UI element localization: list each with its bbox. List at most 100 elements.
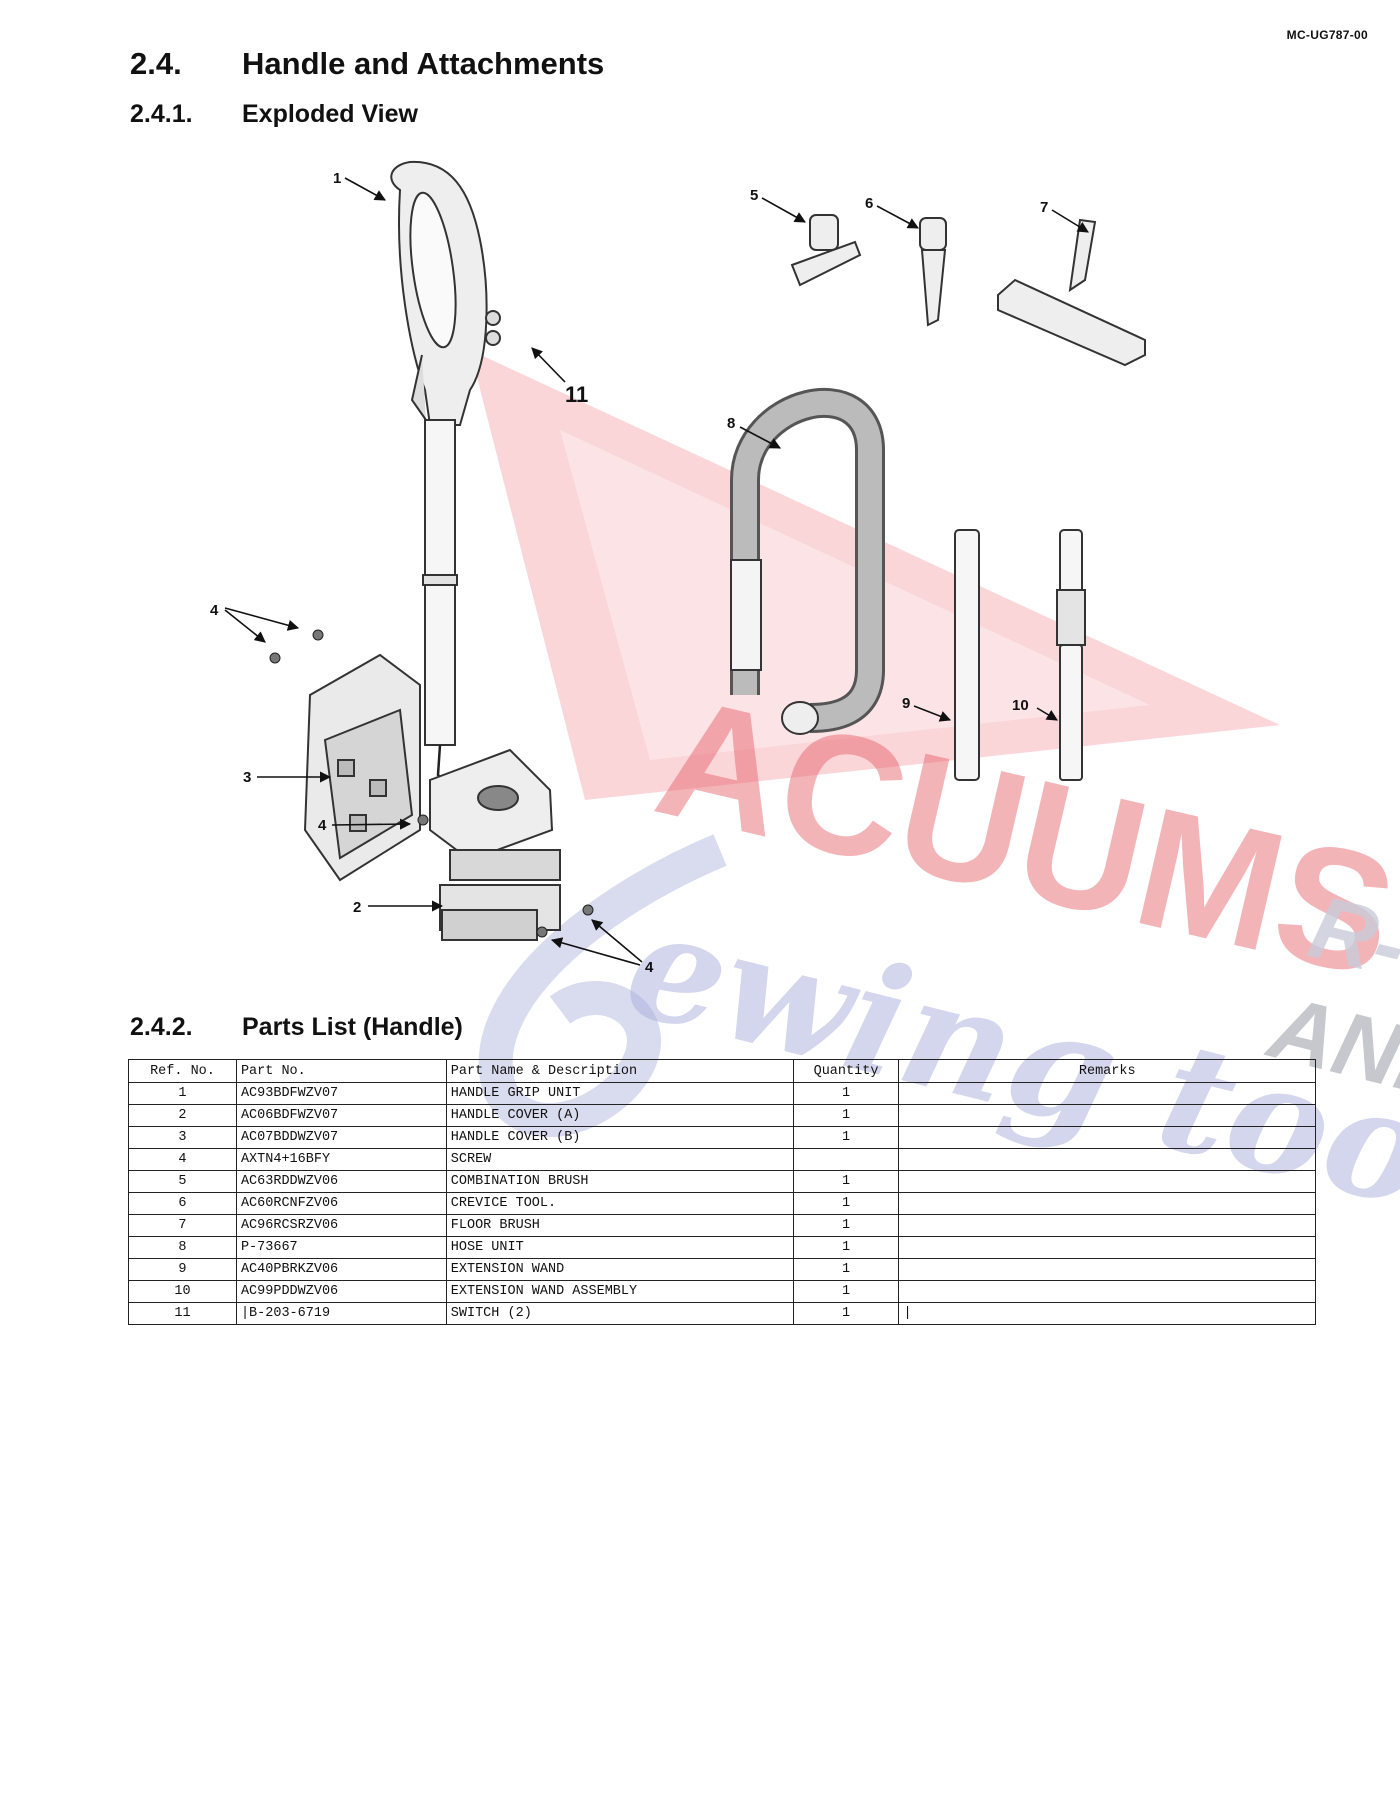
cell-remarks [898, 1082, 1316, 1105]
subsection-number: 2.4.1. [130, 100, 193, 128]
cell-remarks [898, 1170, 1316, 1193]
column-header-part-name: Part Name & Description [445, 1059, 794, 1083]
cell-ref-no: 10 [128, 1280, 237, 1303]
section-title: Handle and Attachments [242, 46, 605, 81]
screw-drawings [269, 629, 594, 938]
cell-remarks [898, 1214, 1316, 1237]
cell-ref-no: 3 [128, 1126, 237, 1149]
cell-ref-no: 6 [128, 1192, 237, 1215]
hose-unit-drawing [730, 387, 885, 735]
cell-ref-no: 7 [128, 1214, 237, 1237]
callout-9: 9 [902, 695, 910, 712]
cell-quantity: 1 [792, 1258, 900, 1281]
cell-part-no: AC93BDFWZV07 [235, 1082, 447, 1105]
column-header-quantity: Quantity [792, 1059, 900, 1083]
cell-quantity: 1 [792, 1170, 900, 1193]
subsection-heading-exploded-view: 2.4.1. Exploded View [130, 100, 418, 129]
exploded-view-diagram: 1 5 6 7 11 8 4 9 10 3 4 2 4 [210, 160, 1146, 976]
cell-part-name: HANDLE COVER (A) [445, 1104, 794, 1127]
cell-remarks [898, 1258, 1316, 1281]
cell-part-name: HANDLE GRIP UNIT [445, 1082, 794, 1105]
cell-part-name: HOSE UNIT [445, 1236, 794, 1259]
handle-cover-b-drawing [303, 653, 421, 882]
cell-part-no: AC60RCNFZV06 [235, 1192, 447, 1215]
subsection-number: 2.4.2. [130, 1013, 193, 1041]
cell-remarks [898, 1104, 1316, 1127]
cell-quantity: 1 [792, 1104, 900, 1127]
cell-part-no: AC07BDDWZV07 [235, 1126, 447, 1149]
document-code: MC-UG787-00 [1286, 28, 1368, 42]
cell-part-no: AC99PDDWZV06 [235, 1280, 447, 1303]
cell-part-no: AXTN4+16BFY [235, 1148, 447, 1171]
cell-ref-no: 11 [128, 1302, 237, 1325]
callout-11: 11 [565, 382, 588, 407]
subsection-title: Exploded View [242, 100, 418, 128]
extension-wand-assembly-drawing [1056, 529, 1086, 781]
cell-part-name: SWITCH (2) [445, 1302, 794, 1325]
cell-part-name: HANDLE COVER (B) [445, 1126, 794, 1149]
column-header-ref-no: Ref. No. [128, 1059, 237, 1083]
cell-part-no: AC40PBRKZV06 [235, 1258, 447, 1281]
cell-ref-no: 5 [128, 1170, 237, 1193]
cell-part-no: AC06BDFWZV07 [235, 1104, 447, 1127]
cell-quantity: 1 [792, 1082, 900, 1105]
cell-ref-no: 9 [128, 1258, 237, 1281]
cell-part-name: FLOOR BRUSH [445, 1214, 794, 1237]
cell-remarks [898, 1192, 1316, 1215]
crevice-tool-drawing [919, 217, 947, 327]
cell-quantity: 1 [792, 1214, 900, 1237]
cell-remarks: | [898, 1302, 1316, 1325]
cell-part-no: AC63RDDWZV06 [235, 1170, 447, 1193]
cell-quantity: 1 [792, 1302, 900, 1325]
callout-4c: 4 [645, 959, 654, 976]
cell-part-name: CREVICE TOOL. [445, 1192, 794, 1215]
cell-part-name: COMBINATION BRUSH [445, 1170, 794, 1193]
cell-ref-no: 4 [128, 1148, 237, 1171]
cell-remarks [898, 1280, 1316, 1303]
callout-6: 6 [865, 195, 873, 212]
cell-ref-no: 8 [128, 1236, 237, 1259]
callout-8: 8 [727, 415, 735, 432]
handle-grip-unit-drawing [390, 160, 501, 797]
cell-part-no: AC96RCSRZV06 [235, 1214, 447, 1237]
callout-3: 3 [243, 769, 251, 786]
cell-ref-no: 2 [128, 1104, 237, 1127]
cell-part-name: SCREW [445, 1148, 794, 1171]
cell-part-no: P-73667 [235, 1236, 447, 1259]
callout-7: 7 [1040, 199, 1048, 216]
subsection-title: Parts List (Handle) [242, 1013, 463, 1041]
handle-cover-a-drawing [429, 748, 561, 941]
callout-2: 2 [353, 899, 361, 916]
extension-wand-drawing [954, 529, 980, 781]
cell-quantity [792, 1148, 900, 1171]
cell-part-name: EXTENSION WAND ASSEMBLY [445, 1280, 794, 1303]
floor-brush-drawing [997, 218, 1146, 367]
cell-quantity: 1 [792, 1192, 900, 1215]
cell-quantity: 1 [792, 1126, 900, 1149]
cell-quantity: 1 [792, 1236, 900, 1259]
cell-remarks [898, 1148, 1316, 1171]
cell-remarks [898, 1236, 1316, 1259]
section-number: 2.4. [130, 46, 182, 81]
cell-ref-no: 1 [128, 1082, 237, 1105]
cell-part-name: EXTENSION WAND [445, 1258, 794, 1281]
cell-remarks [898, 1126, 1316, 1149]
cell-quantity: 1 [792, 1280, 900, 1303]
callout-5: 5 [750, 187, 758, 204]
cell-part-no: |B-203-6719 [235, 1302, 447, 1325]
section-heading: 2.4. Handle and Attachments [130, 46, 604, 82]
column-header-part-no: Part No. [235, 1059, 447, 1083]
